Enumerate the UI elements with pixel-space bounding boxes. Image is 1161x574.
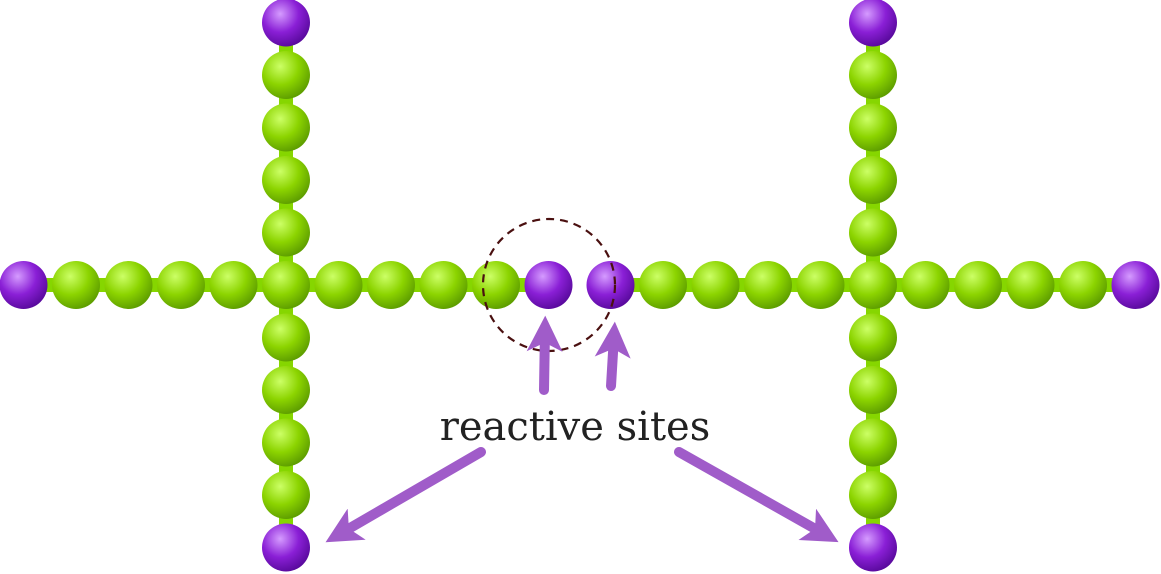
reactive-site-left [586,261,635,309]
arrow-icon [325,447,486,543]
reactive-site-top [849,0,897,47]
chain-bead [262,418,310,467]
reactive-site-right [1111,261,1160,309]
chain-bead [262,313,310,362]
reactive-sites-label: reactive sites [440,404,711,450]
chain-bead [849,471,897,519]
arrow-icon [594,321,631,391]
reactive-site-right [524,261,573,309]
arrow-icon [526,315,563,395]
chain-bead [367,261,415,309]
reactive-site-top [262,0,310,47]
chain-bead [954,261,1002,309]
center-bead [849,261,897,309]
reactive-site-left [0,261,48,309]
chain-bead [209,261,258,309]
chain-bead [849,313,897,362]
reactive-site-bottom [849,523,897,572]
chain-bead [104,261,153,309]
chain-bead [262,471,310,519]
chain-bead [639,261,687,309]
chain-bead [262,103,310,152]
arrow-icon [674,447,839,543]
chain-bead [901,261,950,309]
chain-bead [262,156,310,204]
chain-bead [157,261,205,309]
chain-bead [849,208,897,257]
chain-bead [849,156,897,204]
chain-bead [849,366,897,414]
chain-bead [1059,261,1107,309]
chain-bead [849,51,897,99]
arrows-layer [325,315,839,543]
chain-bead [849,103,897,152]
chain-bead [796,261,845,309]
chain-bead [262,51,310,99]
chain-bead [472,261,520,309]
reactive-site-bottom [262,523,310,572]
chain-bead [262,366,310,414]
center-bead [262,261,310,309]
chain-bead [52,261,100,309]
chain-bead [1006,261,1055,309]
right-cross-molecule [586,0,1160,572]
left-cross-molecule [0,0,573,572]
chain-bead [691,261,740,309]
chain-bead [262,208,310,257]
chain-bead [744,261,792,309]
chain-bead [314,261,363,309]
chain-bead [849,418,897,467]
chain-bead [419,261,468,309]
